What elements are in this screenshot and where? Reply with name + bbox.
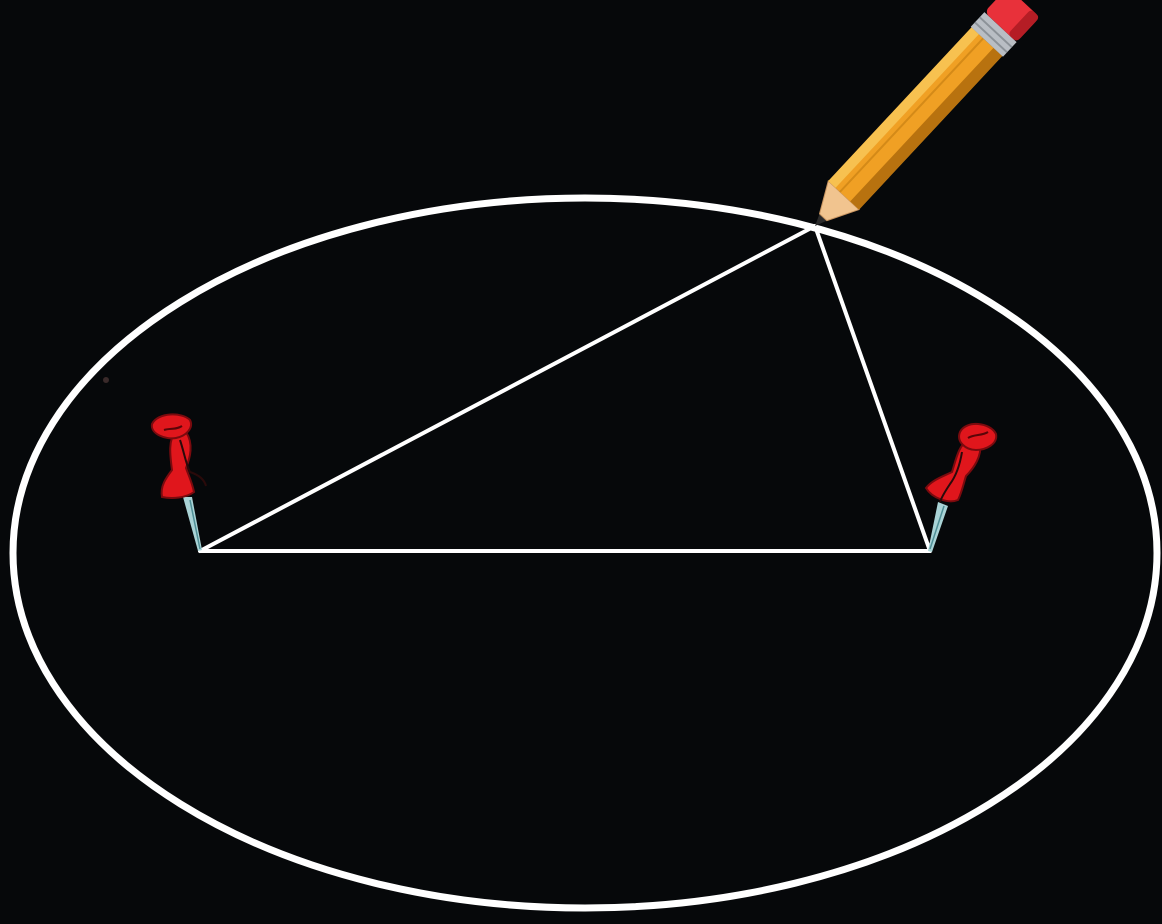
right-pin-head — [959, 424, 996, 450]
ellipse-speck — [103, 377, 109, 383]
left-pin-head — [152, 414, 191, 438]
